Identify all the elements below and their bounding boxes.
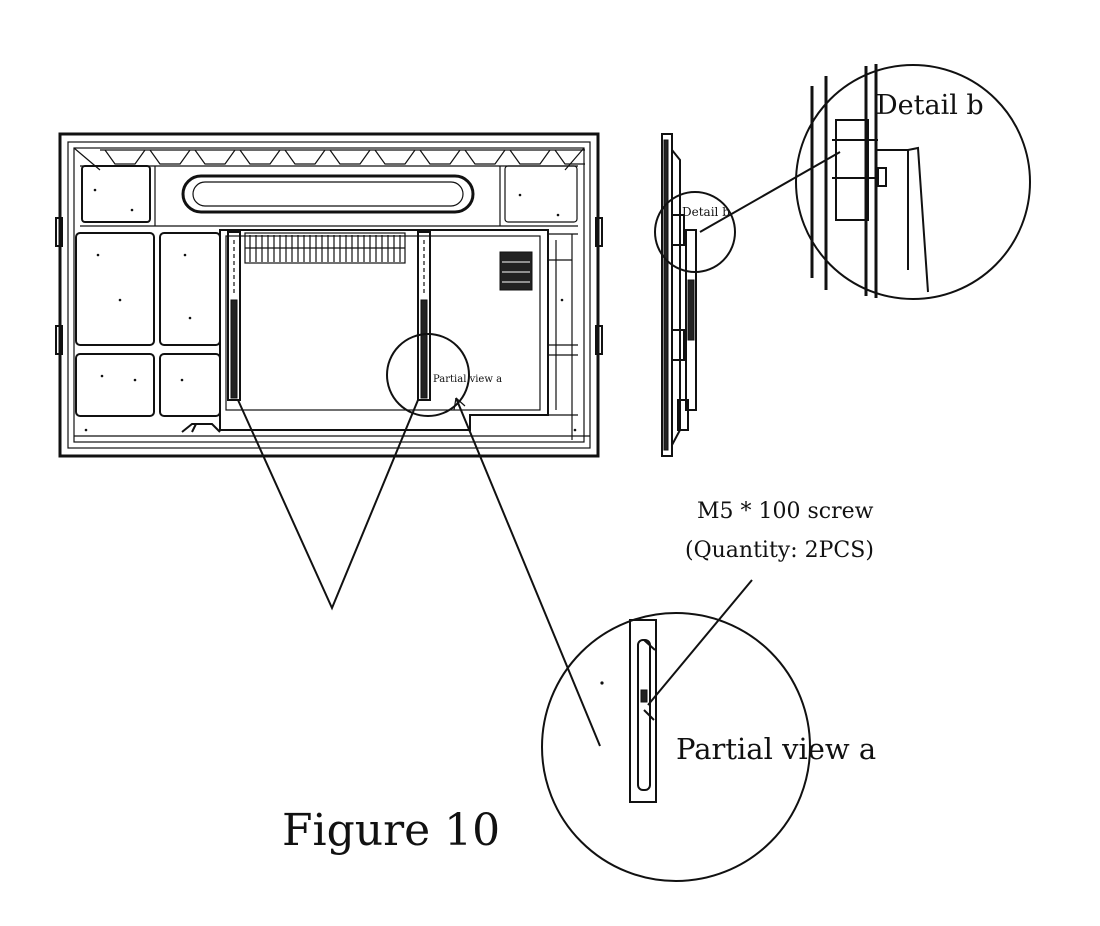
detail-b-circle <box>795 64 1031 300</box>
top-vent-fins <box>73 147 585 171</box>
screw-quantity-label: (Quantity: 2PCS) <box>685 538 874 563</box>
partial-view-large-label: Partial view a <box>676 732 876 766</box>
detail-b-content <box>810 64 929 298</box>
screw-spec-label: M5 * 100 screw <box>697 499 874 524</box>
mount-bracket-left <box>227 231 241 401</box>
detail-b-leader <box>699 151 841 233</box>
display-side-view <box>661 133 697 457</box>
io-port-block <box>499 251 533 291</box>
handle-slot <box>181 174 475 214</box>
partial-view-leader <box>455 397 601 747</box>
partial-view-a-content <box>600 619 657 803</box>
screw-leader <box>647 579 753 706</box>
mount-bracket-right <box>417 231 431 401</box>
bracket-leader-lines <box>237 399 419 611</box>
partial-view-a-marker <box>386 333 470 417</box>
partial-view-a-circle <box>541 612 811 882</box>
rivet-dots <box>84 188 577 432</box>
detail-b-large-label: Detail b <box>876 90 984 121</box>
detail-b-small-label: Detail b <box>682 205 730 219</box>
detail-b-marker <box>654 191 736 273</box>
back-cover <box>219 229 549 431</box>
display-rear-view <box>55 132 603 458</box>
partial-view-small-label: Partial view a <box>433 374 502 385</box>
vent-grille <box>244 232 406 264</box>
right-panel-structure <box>504 165 578 440</box>
figure-caption: Figure 10 <box>282 805 500 856</box>
